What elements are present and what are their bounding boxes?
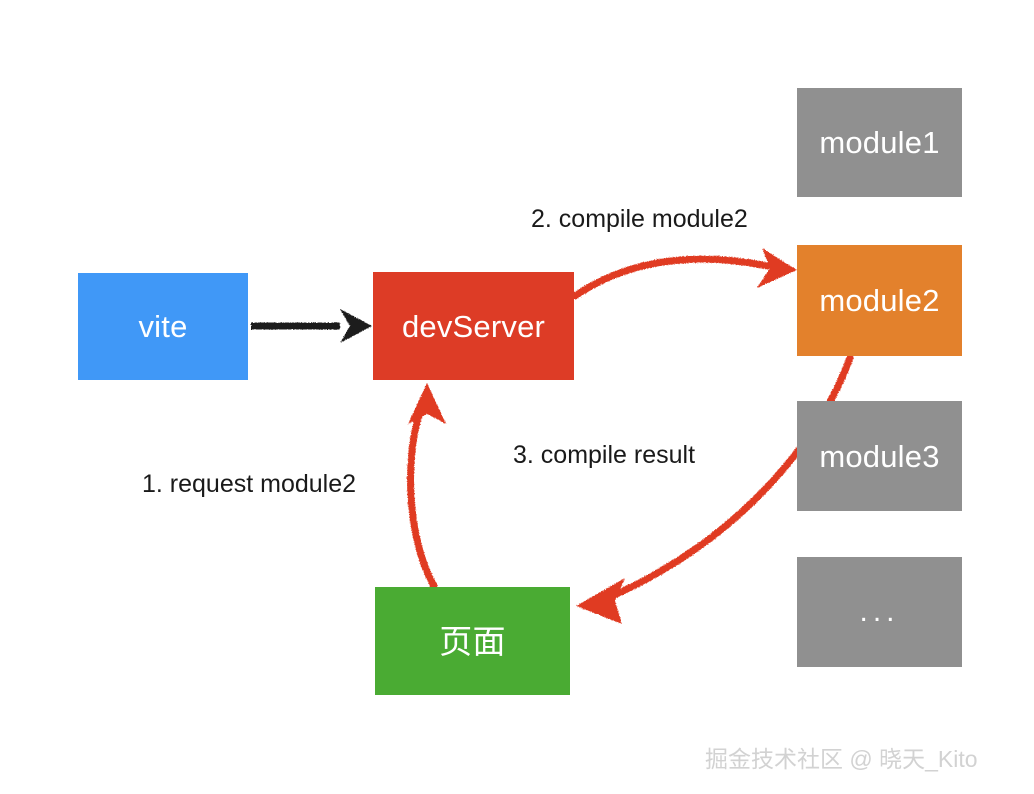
node-module1[interactable]: module1 [797, 88, 962, 197]
edge-label-request-module2: 1. request module2 [142, 470, 357, 498]
node-module3[interactable]: module3 [797, 401, 962, 511]
node-page-label: 页面 [439, 622, 506, 660]
arrow-compile-result [576, 354, 854, 624]
arrow-vite-to-devserver [251, 309, 372, 343]
node-page[interactable]: 页面 [375, 587, 570, 695]
node-more-modules-label: ... [859, 595, 900, 628]
node-module3-label: module3 [819, 438, 940, 474]
edge-label-compile-module2: 2. compile module2 [531, 205, 748, 233]
node-module1-label: module1 [819, 125, 940, 160]
node-module2-label: module2 [819, 283, 940, 318]
node-vite-label: vite [138, 309, 188, 344]
edge-label-compile-result: 3. compile result [513, 441, 696, 469]
node-devserver-label: devServer [401, 308, 546, 344]
arrow-compile-module2 [571, 248, 797, 300]
arrow-request-module2 [407, 383, 446, 590]
node-module2[interactable]: module2 [797, 245, 962, 356]
node-devserver[interactable]: devServer [373, 272, 574, 380]
node-vite[interactable]: vite [78, 273, 248, 380]
watermark: 掘金技术社区 @ 晓天_Kito [705, 746, 978, 772]
node-more-modules[interactable]: ... [797, 557, 962, 667]
